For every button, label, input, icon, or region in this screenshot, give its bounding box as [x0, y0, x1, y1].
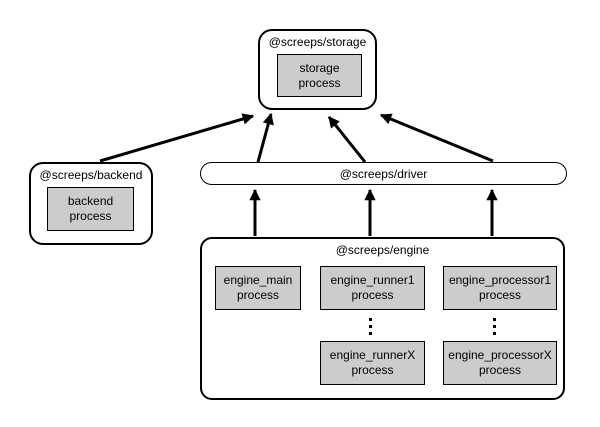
vertical-ellipsis-processors: [493, 318, 496, 321]
node-backend-title: @screeps/backend: [39, 168, 143, 182]
backend-process-box: backend process: [47, 187, 134, 231]
arrow-driver-to-storage: [379, 113, 494, 163]
engine-main-process-box: engine_main process: [215, 266, 301, 310]
arrow-driver-to-storage: [256, 112, 274, 163]
node-engine-title: @screeps/engine: [335, 243, 430, 257]
node-backend: @screeps/backend backend process: [29, 162, 153, 245]
node-driver: @screeps/driver: [200, 162, 567, 185]
node-driver-title: @screeps/driver: [339, 166, 428, 181]
engine-runner1-process-box: engine_runner1 process: [320, 266, 425, 310]
storage-process-box: storage process: [277, 54, 362, 97]
vertical-ellipsis-runners: [369, 318, 372, 321]
node-storage: @screeps/storage storage process: [258, 29, 377, 110]
engine-processorX-process-box: engine_processorX process: [443, 341, 557, 385]
node-engine: @screeps/engine engine_main process engi…: [200, 237, 565, 400]
arrow-driver-to-storage: [327, 116, 367, 163]
engine-runnerX-process-box: engine_runnerX process: [320, 341, 425, 385]
engine-processor1-process-box: engine_processor1 process: [443, 266, 557, 310]
node-storage-title: @screeps/storage: [268, 35, 367, 49]
arrow-backend-to-storage: [99, 113, 255, 163]
